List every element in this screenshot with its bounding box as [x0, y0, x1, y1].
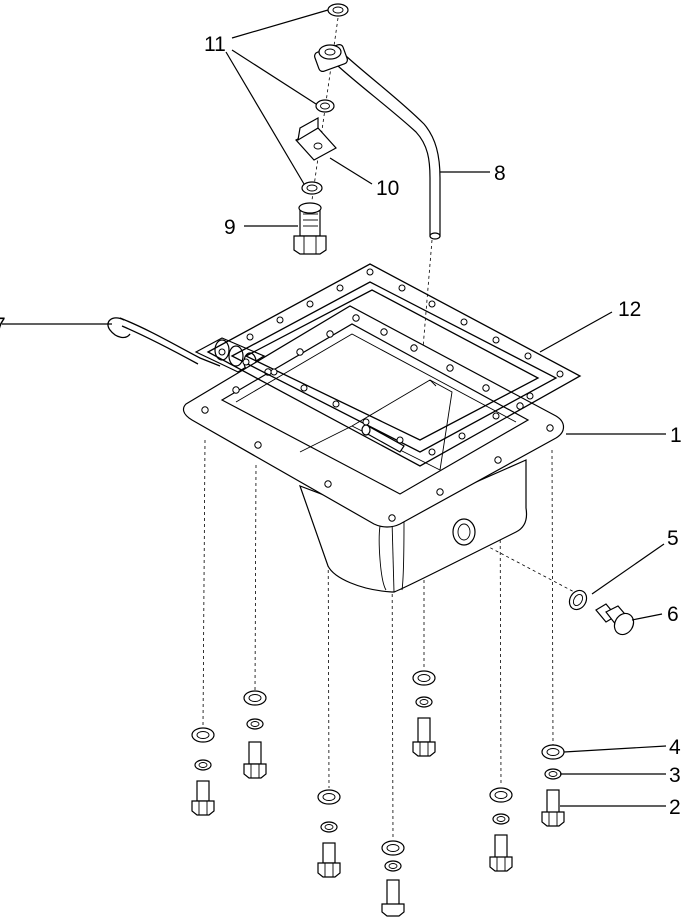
bolt-set-e [412, 670, 436, 757]
callout-11: 11 [204, 33, 226, 56]
leader-lines [2, 9, 667, 807]
callout-8: 8 [494, 162, 506, 185]
callout-9: 9 [224, 216, 236, 239]
drain-plug-6 [595, 603, 635, 636]
washer-11-middle [315, 99, 335, 113]
callout-7: 7 [0, 314, 6, 337]
bolt-set-c [317, 789, 341, 878]
oil-pan-1 [182, 305, 565, 593]
washer-11-top [327, 3, 349, 17]
callout-5: 5 [667, 527, 679, 550]
banjo-bolt-9 [293, 202, 327, 255]
strainer-wire-7 [107, 317, 266, 373]
washer-11-lower [301, 181, 323, 195]
callout-2: 2 [669, 796, 681, 819]
dipstick-pipe-8 [314, 43, 441, 240]
callout-6: 6 [667, 603, 679, 626]
o-ring-5 [568, 589, 588, 611]
callout-12: 12 [618, 298, 641, 321]
bolt-set-a [191, 727, 215, 816]
callout-10: 10 [376, 177, 399, 200]
bolt-set-f [489, 787, 513, 872]
callout-4: 4 [669, 736, 681, 759]
callout-3: 3 [669, 764, 681, 787]
bolt-set-b [243, 690, 267, 779]
gasket-12 [206, 263, 582, 467]
bolt-set-g [541, 744, 565, 827]
bolt-set-d [381, 840, 405, 917]
callout-1: 1 [670, 424, 681, 447]
callout-labels: 11 10 9 8 7 12 1 5 6 4 3 2 [0, 33, 681, 819]
lock-tab-10 [295, 116, 337, 161]
